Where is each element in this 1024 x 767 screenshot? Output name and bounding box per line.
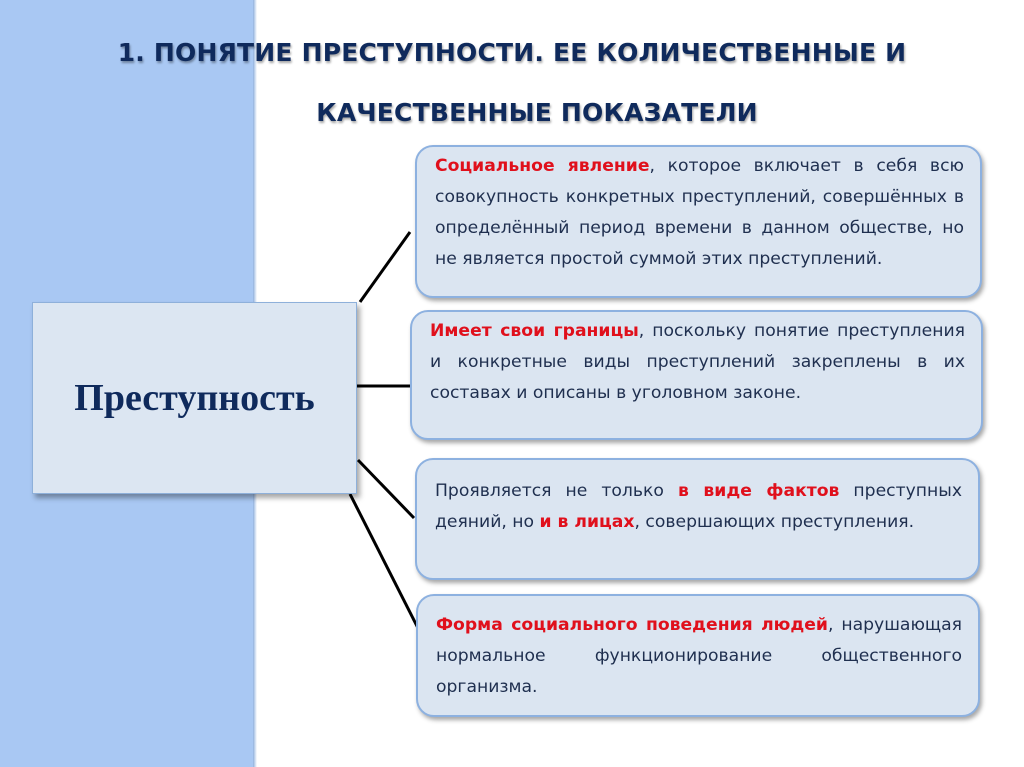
card-4-highlight: Форма социального поведения людей — [436, 615, 828, 635]
definition-card-social-behavior: Форма социального поведения людей, наруш… — [416, 594, 980, 717]
definition-card-social-phenomenon: Социальное явление, которое включает в с… — [415, 145, 982, 298]
connector-card-3 — [356, 458, 416, 520]
connector-card-4 — [348, 493, 424, 637]
card-2-text: , поскольку понятие преступления и конкр… — [430, 321, 965, 403]
card-3-text-mid: преступных деяний, но — [435, 481, 962, 532]
definition-card-manifestation: Проявляется не только в виде фактов прес… — [415, 458, 980, 580]
card-3-text-pre: Проявляется не только — [435, 481, 678, 501]
card-1-text: , которое включает в себя всю совокупнос… — [435, 156, 964, 269]
central-node-label: Преступность — [74, 377, 315, 419]
card-3-highlight-2: и в лицах — [539, 512, 635, 532]
card-3-highlight: в виде фактов — [677, 481, 840, 501]
slide-title-line-1: 1. ПОНЯТИЕ ПРЕСТУПНОСТИ. ЕЕ КОЛИЧЕСТВЕНН… — [117, 38, 907, 67]
card-3-text-post: , совершающих преступления. — [634, 512, 915, 532]
definition-card-boundaries: Имеет свои границы, поскольку понятие пр… — [410, 310, 983, 440]
card-1-highlight: Социальное явление — [435, 156, 650, 176]
card-4-text: , нарушающая нормальное функционирование… — [436, 615, 962, 697]
card-2-highlight: Имеет свои границы — [430, 321, 639, 341]
central-node-box: Преступность — [32, 302, 357, 494]
connector-card-1 — [358, 231, 412, 303]
slide-title-line-2: КАЧЕСТВЕННЫЕ ПОКАЗАТЕЛИ — [316, 98, 758, 127]
